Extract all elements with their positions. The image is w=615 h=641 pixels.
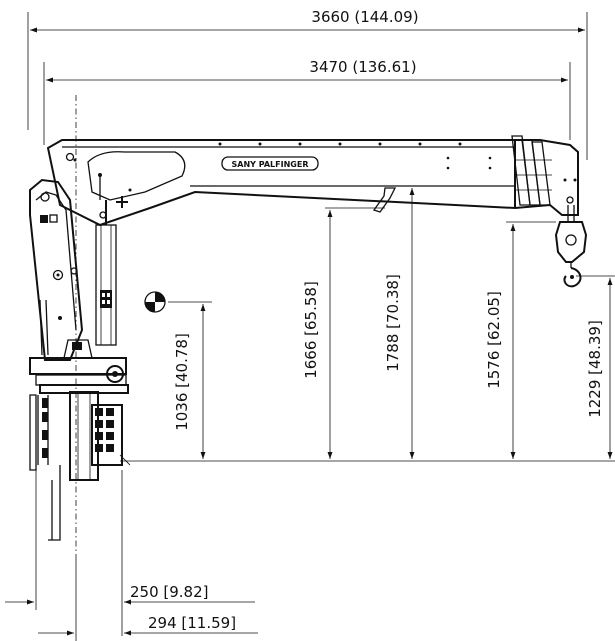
boom-height-b-label: 1788 [70.38] <box>384 274 402 372</box>
boom-cylinder <box>95 200 117 346</box>
hook-height-top-label: 1576 [62.05] <box>485 291 503 389</box>
dimension-base-offset-b: 294 [11.59] <box>38 560 258 641</box>
base-offset-a-label: 250 [9.82] <box>130 583 209 601</box>
boom: SANY PALFINGER <box>46 139 516 227</box>
hook-block <box>554 205 588 288</box>
overall-length-label: 3660 (144.09) <box>311 8 418 26</box>
hook-height-label: 1229 [48.39] <box>586 320 604 418</box>
boom-height-a-label: 1666 [65.58] <box>302 281 320 379</box>
cog-height-label: 1036 [40.78] <box>173 333 191 431</box>
dimension-hook-height-top: 1576 [62.05] <box>485 221 556 459</box>
boom-head <box>511 135 579 216</box>
crane-column <box>29 178 84 361</box>
dimension-base-offset-a: 250 [9.82] <box>5 470 255 636</box>
crane-illustration: SANY PALFINGER <box>29 95 588 560</box>
center-of-gravity-icon <box>144 291 166 313</box>
base-offset-b-label: 294 [11.59] <box>148 614 236 632</box>
dimension-boom-length: 3470 (136.61) <box>43 58 571 145</box>
crane-base <box>29 339 131 541</box>
dimension-boom-height-b: 1788 [70.38] <box>384 188 415 459</box>
dimension-hook-height: 1229 [48.39] <box>576 275 615 459</box>
dimension-overall-length: 3660 (144.09) <box>27 8 588 160</box>
dimension-cog-height: 1036 [40.78] <box>168 301 212 459</box>
dimension-boom-height-a: 1666 [65.58] <box>302 207 385 459</box>
boom-length-label: 3470 (136.61) <box>309 58 416 76</box>
boom-logo: SANY PALFINGER <box>232 160 309 169</box>
